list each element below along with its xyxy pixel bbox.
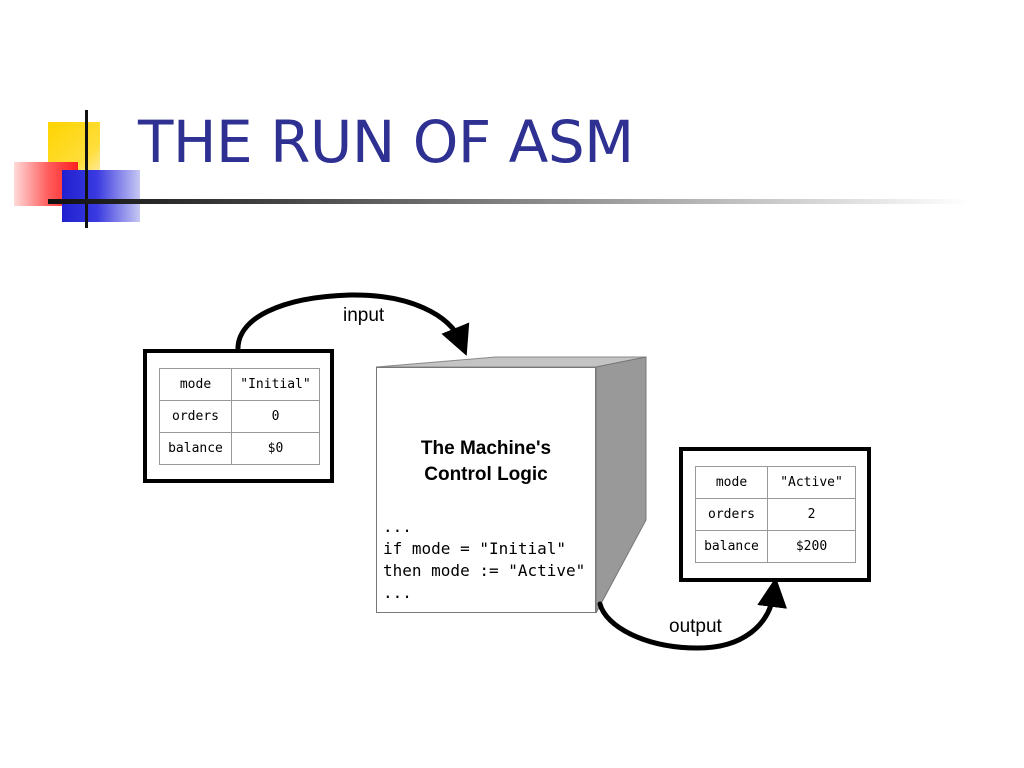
- table-row: mode "Initial": [159, 368, 320, 401]
- state-key: balance: [159, 432, 232, 465]
- table-row: orders 0: [159, 400, 320, 433]
- output-state-table: mode "Active" orders 2 balance $200: [695, 466, 856, 563]
- machine-box: The Machine's Control Logic ... if mode …: [376, 367, 596, 613]
- state-key: mode: [695, 466, 768, 499]
- state-value: $200: [767, 530, 856, 563]
- machine-title-line: Control Logic: [424, 464, 548, 485]
- state-value: 0: [231, 400, 320, 433]
- cube-side-face: [595, 356, 647, 614]
- machine-code: ... if mode = "Initial" then mode := "Ac…: [383, 517, 586, 602]
- table-row: orders 2: [695, 498, 856, 531]
- title-underline: [48, 199, 968, 204]
- machine-title-line: The Machine's: [420, 438, 552, 459]
- input-state-box: mode "Initial" orders 0 balance $0: [143, 349, 334, 483]
- state-value: $0: [231, 432, 320, 465]
- output-state-box: mode "Active" orders 2 balance $200: [679, 447, 871, 582]
- state-value: "Initial": [231, 368, 320, 401]
- state-value: "Active": [767, 466, 856, 499]
- input-state-table: mode "Initial" orders 0 balance $0: [159, 368, 320, 465]
- state-key: mode: [159, 368, 232, 401]
- input-label: input: [343, 305, 385, 326]
- table-row: balance $0: [159, 432, 320, 465]
- table-row: mode "Active": [695, 466, 856, 499]
- decor-blue-square: [62, 170, 140, 222]
- output-arrow: [597, 577, 788, 651]
- table-row: balance $200: [695, 530, 856, 563]
- state-key: orders: [159, 400, 232, 433]
- state-value: 2: [767, 498, 856, 531]
- slide-title: THE RUN OF ASM: [138, 108, 634, 176]
- output-label: output: [669, 616, 722, 637]
- input-arrow: [235, 292, 470, 356]
- decor-vertical-line: [85, 110, 88, 228]
- state-key: balance: [695, 530, 768, 563]
- state-key: orders: [695, 498, 768, 531]
- machine-title: The Machine's Control Logic: [377, 436, 595, 488]
